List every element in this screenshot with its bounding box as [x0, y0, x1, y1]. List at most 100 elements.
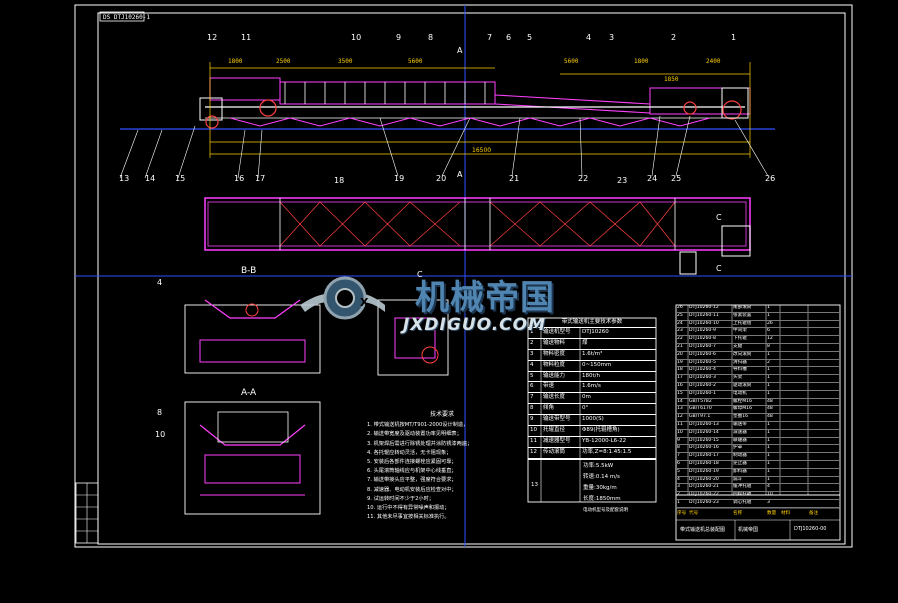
bom-cell — [780, 352, 808, 359]
param-name: 输送物料 — [543, 339, 566, 346]
section-title-b-b: B-B — [241, 266, 257, 276]
callout-20: 20 — [436, 174, 447, 183]
bom-cell: 1 — [767, 367, 770, 373]
callout-23: 23 — [617, 176, 628, 185]
section-mark-a-bottom: A — [457, 170, 463, 179]
param-motor-line: 电动机型号及配套说明 — [583, 507, 628, 513]
callout-1: 1 — [731, 33, 737, 42]
bom-cell: 尾部滚筒 — [733, 305, 752, 310]
bom-cell — [808, 477, 840, 484]
bom-cell — [780, 492, 808, 499]
section-mark-c: C — [716, 213, 722, 222]
bom-cell — [808, 453, 840, 460]
bom-cell — [808, 375, 840, 382]
bom-cell: 卸料器 — [733, 468, 747, 474]
bom-cell — [808, 422, 840, 429]
callout-15: 15 — [175, 174, 186, 183]
section-mark-c3: C — [417, 270, 423, 279]
bom-cell — [780, 477, 808, 484]
bom-cell — [780, 360, 808, 367]
bom-cell: 13 — [677, 406, 683, 412]
bom-cell: 11 — [677, 421, 683, 427]
bom-cell: 21 — [677, 343, 683, 349]
bom-cell: DTJ10260-19 — [689, 468, 719, 474]
tech-req-title: 技术要求 — [429, 411, 454, 418]
param-no: 7 — [530, 394, 534, 401]
bom-cell: 5 — [677, 468, 680, 474]
bom-cell: 改向滚筒 — [733, 351, 752, 357]
bom-cell: DTJ10260-11 — [689, 312, 719, 318]
title-name: 带式输送机总装配图 — [680, 527, 726, 533]
tech-req-line: 5. 安装后各部件连接螺栓应紧固可靠； — [367, 459, 457, 466]
bom-cell: DTJ10260-12 — [689, 305, 719, 310]
bom-cell: 22 — [677, 336, 683, 342]
callout-11: 11 — [241, 33, 252, 42]
bom-cell: DTJ10260-23 — [689, 499, 719, 505]
bom-cell: 输送带 — [733, 421, 747, 427]
bom-cell: 漏斗 — [733, 476, 743, 482]
bom-header-cell: 名称 — [733, 510, 743, 516]
bom-cell: 1 — [677, 499, 680, 505]
bom-cell: 10 — [767, 492, 773, 498]
bom-cell: 1 — [767, 351, 770, 357]
bom-cell: 16 — [677, 382, 683, 388]
param-name: 输送机型号 — [543, 329, 571, 335]
bom-cell — [780, 399, 808, 406]
bom-cell — [780, 375, 808, 382]
param-no: 2 — [530, 339, 534, 346]
param-val: 0m — [582, 394, 591, 401]
bom-cell — [808, 336, 840, 343]
bom-cell: 3 — [677, 484, 680, 490]
bom-cell — [780, 336, 808, 343]
tech-req-line: 10. 运行中不得有异常噪声和振动； — [367, 505, 450, 512]
param-no: 8 — [530, 405, 534, 412]
bom-cell: 缓冲托辊 — [733, 484, 752, 490]
bom-header-cell: 备注 — [809, 510, 819, 516]
bom-cell — [780, 414, 808, 421]
bom-cell: DTJ10260-8 — [689, 336, 716, 342]
bom-cell: 25 — [677, 312, 683, 318]
bom-cell: DTJ10260-17 — [689, 453, 719, 459]
bom-cell — [780, 453, 808, 460]
left-title-strip — [75, 482, 99, 544]
bom-cell: DTJ10260-2 — [689, 382, 716, 388]
bom-cell: 7 — [677, 453, 680, 459]
bom-cell: DTJ10260-6 — [689, 351, 716, 357]
callout-10b: 10 — [155, 430, 166, 439]
bom-cell — [780, 305, 808, 312]
bom-cell: 48 — [767, 398, 773, 404]
tech-req-line: 1. 带式输送机按MT/T901-2000设计制造， — [367, 422, 469, 429]
bom-cell: 1 — [767, 390, 770, 396]
bom-cell: 1 — [767, 476, 770, 482]
param-val: 180t/h — [582, 372, 600, 379]
bom-cell: 减速器 — [733, 429, 747, 435]
bom-cell: DTJ10260-13 — [689, 421, 719, 427]
bom-cell — [780, 445, 808, 452]
bom-cell — [808, 399, 840, 406]
section-mark-c2: C — [716, 264, 722, 273]
bom-cell: 48 — [767, 406, 773, 412]
title-drawing-no: DTJ10260-00 — [794, 526, 827, 532]
bom-cell — [780, 313, 808, 320]
bom-cell — [780, 438, 808, 445]
param-val: 0~150mm — [582, 361, 612, 368]
bom-cell: 8 — [767, 343, 770, 349]
param-title: 带式输送机主要技术参数 — [528, 318, 656, 328]
bom-cell: 6 — [767, 328, 770, 334]
bom-cell: 26 — [677, 305, 683, 310]
bom-header-cell: 代号 — [689, 510, 699, 516]
